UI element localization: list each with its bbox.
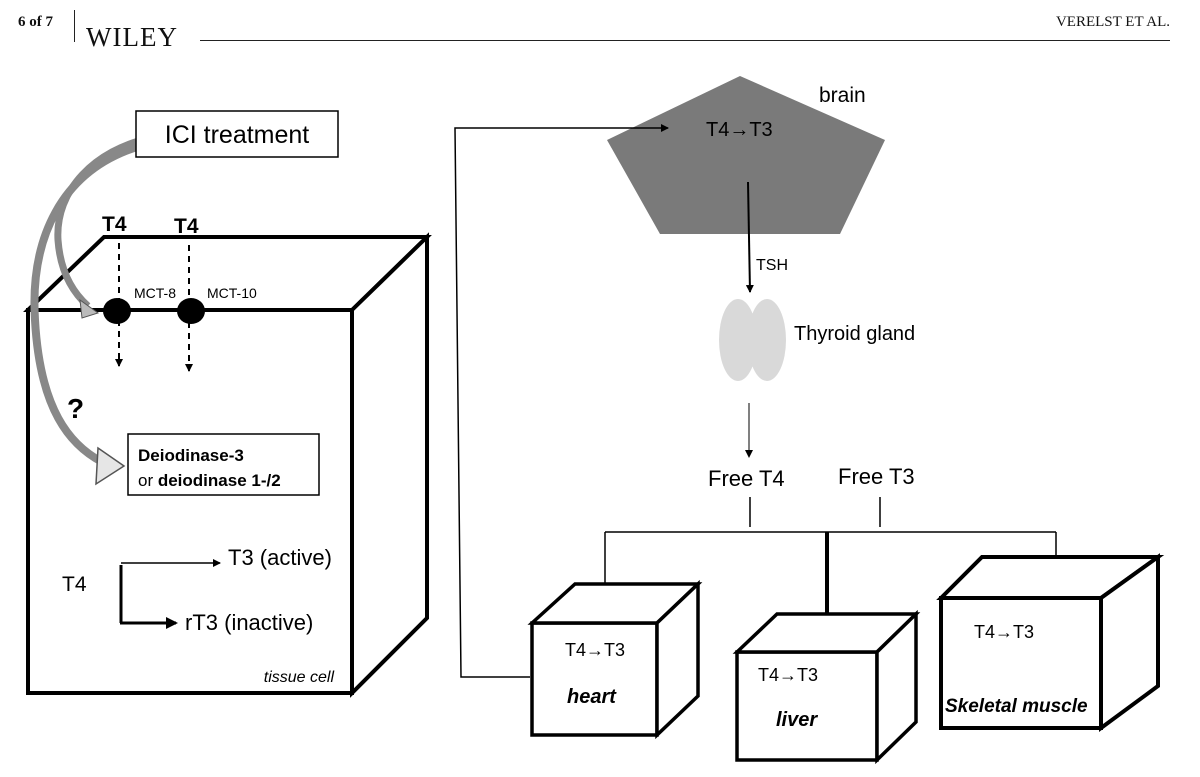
ici-arrow-to-deiodinase bbox=[30, 142, 142, 466]
heart-conversion: T4→T3 bbox=[565, 640, 625, 660]
header-divider bbox=[74, 10, 75, 42]
rt3-inactive-label: rT3 (inactive) bbox=[185, 610, 313, 635]
deiodinase-line1: Deiodinase-3 bbox=[138, 446, 244, 465]
thyroid-lobe-right bbox=[748, 299, 786, 381]
brain-label: brain bbox=[819, 84, 866, 107]
journal-logo: WILEY bbox=[86, 22, 182, 53]
heart-label: heart bbox=[567, 686, 617, 708]
heart-to-brain-feedback-line bbox=[454, 124, 669, 678]
ici-arrowhead-membrane bbox=[79, 298, 100, 319]
liver-cube bbox=[732, 609, 921, 765]
tissue-cell-box bbox=[23, 232, 432, 698]
ici-treatment-box bbox=[135, 110, 339, 158]
liver-label: liver bbox=[776, 709, 818, 731]
conversion-t4-label: T4 bbox=[62, 573, 87, 596]
tsh-label: TSH bbox=[756, 257, 788, 274]
brain-conversion: T4→T3 bbox=[706, 119, 773, 141]
tissue-cell-label: tissue cell bbox=[264, 669, 335, 686]
deiodinase-box bbox=[127, 433, 320, 496]
mct8-transporter bbox=[103, 298, 131, 324]
muscle-conversion: T4→T3 bbox=[974, 622, 1034, 642]
skeletal-muscle-label: Skeletal muscle bbox=[945, 696, 1088, 717]
heart-cube bbox=[527, 579, 703, 740]
t4-label-right: T4 bbox=[174, 215, 199, 238]
header-rule bbox=[200, 40, 1170, 41]
ici-treatment-label: ICI treatment bbox=[165, 121, 310, 149]
mct10-label: MCT-10 bbox=[207, 285, 257, 301]
mct10-transporter bbox=[177, 298, 205, 324]
thyroid-label: Thyroid gland bbox=[794, 323, 915, 345]
tsh-arrow bbox=[745, 181, 754, 293]
mct8-label: MCT-8 bbox=[134, 285, 176, 301]
brain-shape bbox=[607, 76, 885, 234]
t3-active-label: T3 (active) bbox=[228, 545, 332, 570]
running-authors: VERELST ET AL. bbox=[1055, 14, 1170, 30]
page-header: 6 of 7 WILEY VERELST ET AL. bbox=[0, 0, 1200, 60]
free-t4-label: Free T4 bbox=[708, 466, 785, 491]
deiodinase-line2: or deiodinase 1-/2 bbox=[138, 471, 281, 490]
page-number: 6 of 7 bbox=[18, 14, 53, 30]
ici-arrow-to-membrane bbox=[54, 134, 151, 309]
liver-conversion: T4→T3 bbox=[758, 665, 818, 685]
t4-label-left: T4 bbox=[102, 213, 127, 236]
skeletal-muscle-cube bbox=[936, 553, 1165, 732]
free-t3-label: Free T3 bbox=[838, 464, 915, 489]
question-mark: ? bbox=[67, 393, 84, 424]
thyroid-lobe-left bbox=[719, 299, 757, 381]
ici-arrowhead-deiodinase bbox=[95, 446, 126, 486]
